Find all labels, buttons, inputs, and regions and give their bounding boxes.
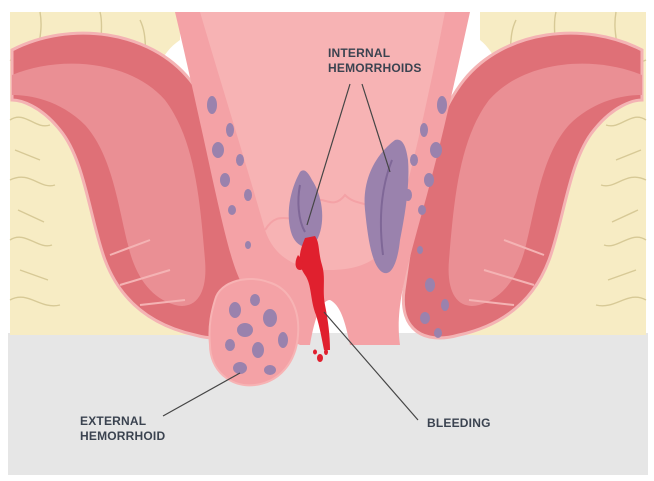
- label-internal-line1: INTERNAL: [328, 46, 448, 61]
- label-bleeding-text: BLEEDING: [427, 416, 507, 431]
- label-external-hemorrhoid: EXTERNAL HEMORRHOID: [80, 414, 210, 444]
- label-internal-hemorrhoids: INTERNAL HEMORRHOIDS: [328, 46, 448, 76]
- external-hemorrhoid: [209, 279, 298, 385]
- label-bleeding: BLEEDING: [427, 416, 507, 431]
- skin-ground: [8, 333, 648, 475]
- label-external-line2: HEMORRHOID: [80, 429, 210, 444]
- label-internal-line2: HEMORRHOIDS: [328, 61, 448, 76]
- label-external-line1: EXTERNAL: [80, 414, 210, 429]
